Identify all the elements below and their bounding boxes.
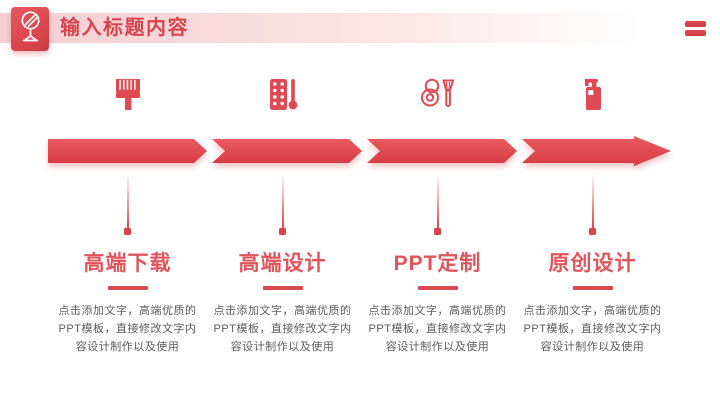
step-description: 点击添加文字，高端优质的 PPT模板，直接修改文字内 容设计制作以及使用	[523, 305, 662, 353]
connector-dot	[124, 228, 131, 235]
pill-pack-thermometer-icon	[205, 75, 360, 120]
connector-line	[126, 172, 129, 228]
connector-line	[281, 172, 284, 228]
steps-row: 高端下载 点击添加文字，高端优质的 PPT模板，直接修改文字内 容设计制作以及使…	[50, 75, 670, 356]
step-title: PPT定制	[393, 252, 482, 275]
title-underline	[262, 286, 303, 290]
header-banner	[0, 13, 640, 43]
connector-dot	[589, 228, 596, 235]
process-arrow-bar	[48, 136, 671, 166]
connector-line	[436, 172, 439, 228]
menu-icon[interactable]	[685, 21, 706, 39]
step-description: 点击添加文字，高端优质的 PPT模板，直接修改文字内 容设计制作以及使用	[213, 305, 352, 353]
page-title: 输入标题内容	[60, 17, 189, 39]
connector-dot	[434, 228, 441, 235]
paint-brush-icon	[50, 75, 205, 120]
step-column-1: 高端下载 点击添加文字，高端优质的 PPT模板，直接修改文字内 容设计制作以及使…	[50, 75, 205, 356]
title-underline	[572, 286, 613, 290]
menu-bar	[685, 21, 706, 27]
header-badge	[11, 7, 49, 51]
connector-dot	[279, 228, 286, 235]
title-underline	[107, 286, 148, 290]
step-title: 原创设计	[548, 252, 637, 275]
compact-mirror-brush-icon	[360, 75, 515, 120]
title-underline	[417, 286, 458, 290]
mirror-icon	[17, 10, 44, 48]
menu-bar	[685, 30, 706, 36]
step-column-3: PPT定制 点击添加文字，高端优质的 PPT模板，直接修改文字内 容设计制作以及…	[360, 75, 515, 356]
step-title: 高端设计	[238, 252, 327, 275]
step-title: 高端下载	[83, 252, 172, 275]
connector-line	[591, 172, 594, 228]
step-description: 点击添加文字，高端优质的 PPT模板，直接修改文字内 容设计制作以及使用	[58, 305, 197, 353]
step-column-2: 高端设计 点击添加文字，高端优质的 PPT模板，直接修改文字内 容设计制作以及使…	[205, 75, 360, 356]
step-description: 点击添加文字，高端优质的 PPT模板，直接修改文字内 容设计制作以及使用	[368, 305, 507, 353]
pump-bottle-icon	[515, 75, 670, 120]
step-column-4: 原创设计 点击添加文字，高端优质的 PPT模板，直接修改文字内 容设计制作以及使…	[515, 75, 670, 356]
